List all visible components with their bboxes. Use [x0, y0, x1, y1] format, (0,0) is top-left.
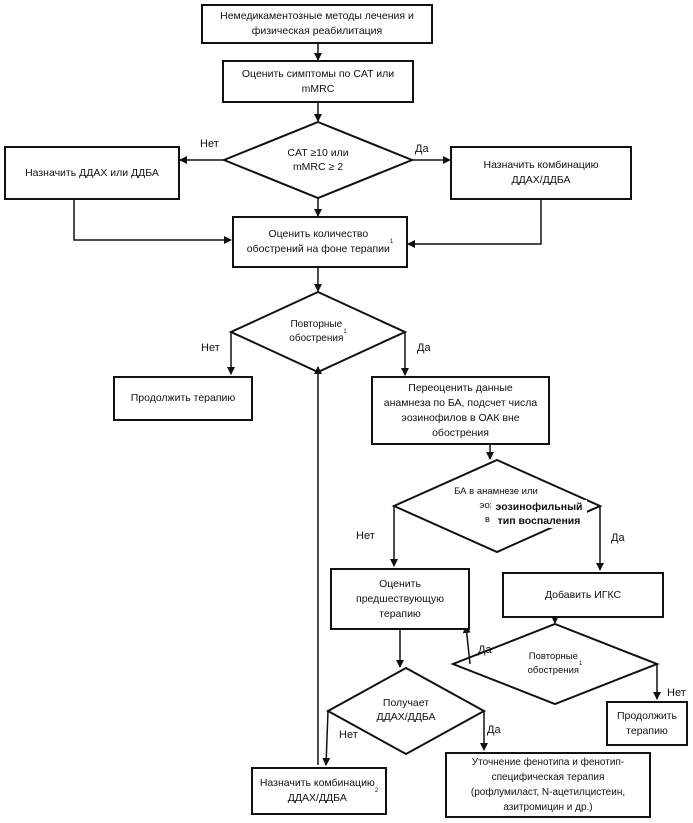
label-yes-2: Да: [417, 342, 431, 354]
label-no-1: Нет: [200, 138, 219, 150]
overlay-eosinophilic: эозинофильный тип воспаления: [491, 500, 587, 528]
box-assess-prev: Оценить предшествующую терапию: [330, 568, 470, 630]
label-no-2: Нет: [201, 342, 220, 354]
box-nonpharm: Немедикаментозные методы лечения и физич…: [201, 4, 433, 44]
label-yes-4: Да: [478, 644, 492, 656]
repeat-exac-2-text: Повторные обострения: [527, 651, 580, 676]
label-yes-5: Да: [487, 724, 501, 736]
box-lama-or-laba: Назначить ДДАХ или ДДБА: [4, 146, 180, 200]
label-no-3: Нет: [356, 530, 375, 542]
diamond-receives-shape: [325, 666, 487, 756]
assess-exac-text: Оценить количество обострений на фоне те…: [246, 228, 390, 255]
box-assess-symptoms: Оценить симптомы по CAT или mMRC: [222, 60, 414, 103]
box-assess-exacerbations: Оценить количество обострений на фоне те…: [232, 216, 408, 268]
diamond-receives: Получает ДДАХ/ДДБА: [376, 697, 436, 723]
box-add-ics: Добавить ИГКС: [502, 572, 664, 618]
label-yes-3: Да: [611, 532, 625, 544]
label-no-5: Нет: [339, 729, 358, 741]
box-continue-left: Продолжить терапию: [113, 376, 253, 421]
combo-bottom-text: Назначить комбинацию ДДАХ/ДДБА: [259, 777, 375, 804]
diamond-repeat-exac-2-shape: [450, 622, 660, 706]
repeat-exac-1-text: Повторные обострения: [289, 319, 344, 344]
box-continue-right: Продолжить терапию: [606, 701, 688, 746]
box-reassess-asthma: Переоценить данные анамнеза по БА, подсч…: [371, 376, 550, 445]
label-yes-1: Да: [415, 143, 429, 155]
repeat-exac-2-sup: 1: [579, 661, 583, 667]
combo-bottom-sup: 2: [374, 787, 379, 794]
box-combo-top: Назначить комбинацию ДДАХ/ДДБА: [450, 146, 632, 200]
repeat-exac-1-sup: 1: [343, 329, 347, 335]
label-no-4: Нет: [667, 687, 686, 699]
assess-exac-sup: 1: [389, 238, 394, 245]
box-phenotype: Уточнение фенотипа и фенотип- специфичес…: [445, 752, 651, 818]
diamond-cat-mmrc: CAT ≥10 или mMRC ≥ 2: [287, 147, 349, 173]
